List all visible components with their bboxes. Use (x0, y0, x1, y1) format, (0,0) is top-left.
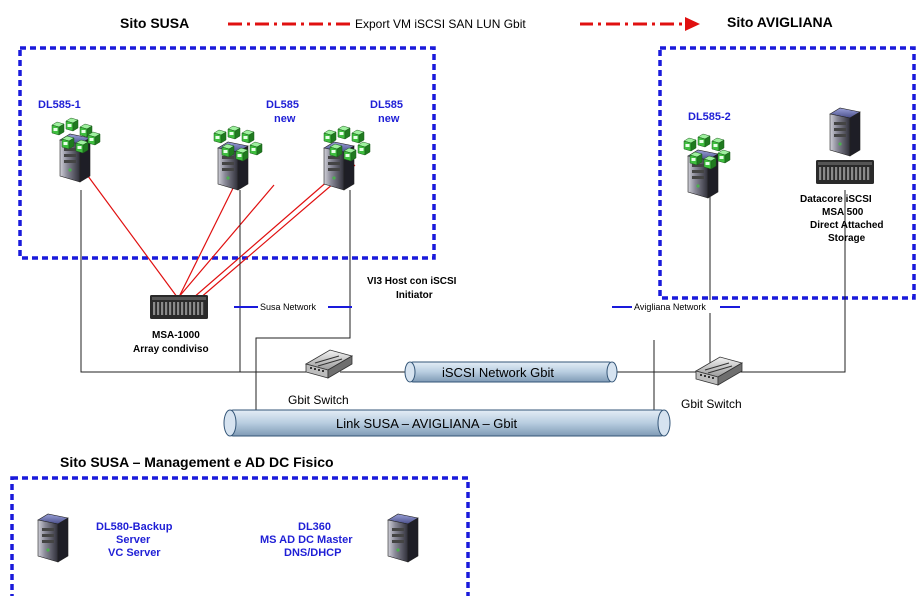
dl360-label-1: DL360 (298, 521, 331, 533)
datacore-iscsi-server: Datacore iSCSI MSA 500 Direct Attached S… (800, 107, 884, 244)
vm-cube-icon (697, 133, 711, 148)
vm-cube-icon (51, 121, 65, 136)
dl585-new-b-label-1: DL585 (370, 99, 403, 111)
susa-network-label: Susa Network (260, 302, 317, 312)
server-tower-icon (829, 107, 861, 157)
vm-cube-icon (703, 155, 717, 170)
export-label: Export VM iSCSI SAN LUN Gbit (355, 17, 526, 31)
network-switch-icon (305, 349, 353, 379)
vm-cube-icon (717, 149, 731, 164)
datacore-label-3: Direct Attached (810, 220, 884, 231)
host-dl585-2: DL585-2 (683, 111, 731, 199)
host-dl585-1: DL585-1 (38, 99, 101, 183)
server-tower-icon (37, 513, 69, 563)
switch-right-label: Gbit Switch (681, 397, 742, 411)
datacore-label-4: Storage (828, 233, 866, 244)
management-box (10, 476, 470, 596)
vm-cube-icon (235, 147, 249, 162)
msa-1000-sublabel: Array condiviso (133, 344, 209, 355)
dl585-2-label: DL585-2 (688, 111, 731, 123)
site-susa-title: Sito SUSA (120, 15, 189, 31)
dl585-new-b-label-2: new (378, 113, 400, 125)
vm-cube-icon (75, 139, 89, 154)
server-tower-icon (387, 513, 419, 563)
vm-cube-icon (357, 141, 371, 156)
network-cables (80, 190, 846, 410)
vm-cube-icon (683, 137, 697, 152)
dl360-label-3: DNS/DHCP (284, 547, 341, 559)
iscsi-network-pipe: iSCSI Network Gbit (404, 361, 618, 383)
vm-cube-icon (221, 143, 235, 158)
link-susa-avigliana-pipe: Link SUSA – AVIGLIANA – Gbit (223, 409, 671, 437)
vm-cube-icon (65, 117, 79, 132)
vm-cube-icon (329, 143, 343, 158)
avigliana-network-label: Avigliana Network (634, 302, 706, 312)
vm-cube-icon (61, 135, 75, 150)
storage-array-icon (150, 295, 208, 319)
dl580-label-1: DL580-Backup (96, 521, 173, 533)
vi3-host-label: VI3 Host con iSCSI (367, 276, 457, 287)
dl580-label-3: VC Server (108, 547, 161, 559)
dl580-label-2: Server (116, 534, 151, 546)
vi3-host-sublabel: Initiator (396, 290, 433, 301)
dl585-1-label: DL585-1 (38, 99, 81, 111)
host-dl360: DL360 MS AD DC Master DNS/DHCP (260, 513, 419, 563)
vm-cube-icon (241, 129, 255, 144)
vm-cube-icon (351, 129, 365, 144)
vm-cube-icon (87, 131, 101, 146)
dl585-new-a-label-2: new (274, 113, 296, 125)
datacore-label-2: MSA 500 (822, 207, 864, 218)
storage-array-icon (816, 160, 874, 184)
datacore-label-1: Datacore iSCSI (800, 194, 872, 205)
susa-site-box (18, 46, 436, 260)
host-dl580: DL580-Backup Server VC Server (37, 513, 173, 563)
dl360-label-2: MS AD DC Master (260, 534, 353, 546)
vm-cube-icon (323, 129, 337, 144)
san-connections (84, 159, 356, 306)
network-switch-icon (695, 356, 743, 386)
msa-1000-array: MSA-1000 Array condiviso (133, 295, 209, 355)
vm-cube-icon (343, 147, 357, 162)
site-avigliana-title: Sito AVIGLIANA (727, 14, 833, 30)
vm-cube-icon (689, 151, 703, 166)
host-dl585-new-b: DL585 new (323, 99, 403, 191)
dl585-new-a-label-1: DL585 (266, 99, 299, 111)
vm-cube-icon (711, 137, 725, 152)
vm-cube-icon (249, 141, 263, 156)
vm-cube-icon (337, 125, 351, 140)
msa-1000-label: MSA-1000 (152, 330, 200, 341)
host-dl585-new-a: DL585 new (213, 99, 299, 191)
vm-cube-icon (213, 129, 227, 144)
export-arrowhead-icon (685, 17, 700, 31)
vm-cube-icon (227, 125, 241, 140)
avigliana-site-box (658, 46, 916, 300)
switch-left-label: Gbit Switch (288, 393, 349, 407)
link-pipe-label: Link SUSA – AVIGLIANA – Gbit (336, 416, 518, 431)
management-title: Sito SUSA – Management e AD DC Fisico (60, 454, 334, 470)
iscsi-network-label: iSCSI Network Gbit (442, 365, 554, 380)
